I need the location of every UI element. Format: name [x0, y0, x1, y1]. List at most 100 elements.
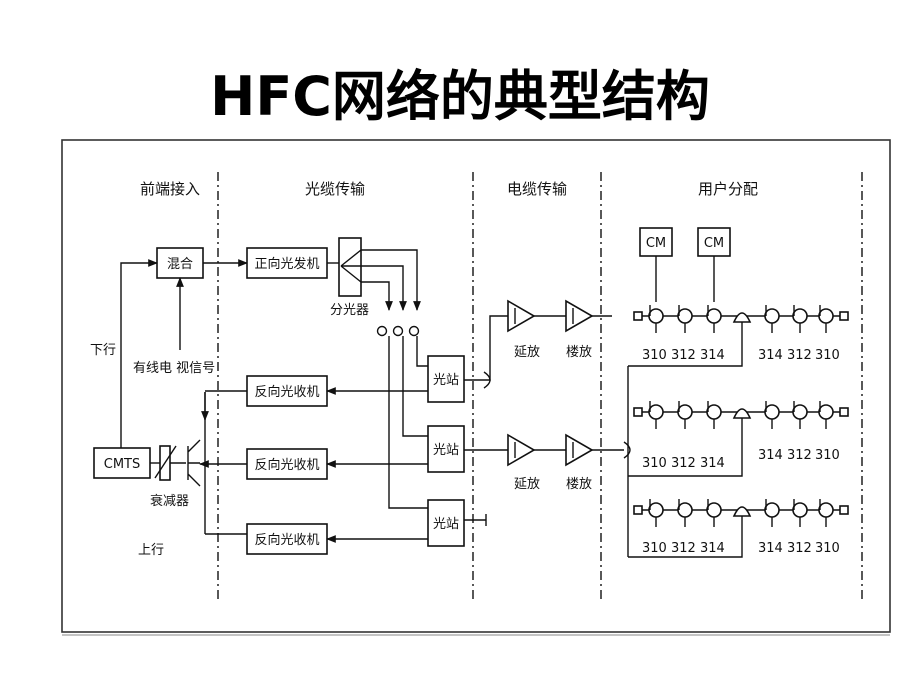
tap-icon [677, 502, 693, 518]
node-3-box [427, 499, 465, 547]
node-1-box [427, 355, 465, 403]
tap-value: 312 [787, 448, 812, 463]
attenuator-label: 衰减器 [150, 493, 189, 509]
rx-3-label: 反向光收机 [254, 532, 319, 548]
tap-icon [764, 308, 780, 324]
tap-rows [633, 305, 849, 527]
node-1-label: 光站 [433, 373, 459, 388]
terminator [839, 311, 849, 321]
extender-amp-1 [507, 299, 536, 333]
fiber-2-down [402, 336, 428, 437]
rx-1-box [246, 375, 328, 407]
tap-icon [792, 502, 808, 518]
tap-value: 312 [671, 456, 696, 471]
tap-value: 310 [642, 541, 667, 556]
tap-value: 310 [815, 448, 840, 463]
splitter-label: 分光器 [330, 303, 369, 318]
tap-icon [818, 308, 834, 324]
row3-feed [628, 516, 743, 558]
row1-feed [628, 322, 743, 367]
forward-tx-label: 正向光发机 [254, 256, 319, 272]
section-user: 用户分配 [698, 180, 758, 198]
coupler-icon [732, 312, 752, 323]
tap-icon [677, 308, 693, 324]
cmts-label: CMTS [104, 457, 141, 472]
tap-icon [792, 404, 808, 420]
building-amp-label-1: 楼放 [566, 345, 592, 360]
tap-icon [792, 308, 808, 324]
cm-1-label: CM [646, 236, 666, 251]
tap-value: 310 [815, 348, 840, 363]
tap-value: 312 [671, 541, 696, 556]
tap-value: 312 [787, 348, 812, 363]
tap-icon [648, 308, 664, 324]
fiber-1-down [416, 336, 428, 367]
tap-value: 312 [671, 348, 696, 363]
tap-icon [818, 404, 834, 420]
tap-value: 314 [758, 541, 783, 556]
distribution-splitter [623, 441, 631, 459]
rx-3-box [246, 523, 328, 555]
rx-1-label: 反向光收机 [254, 384, 319, 400]
extender-amp-2 [507, 433, 536, 467]
fiber-2 [361, 265, 407, 311]
tap-icon [648, 502, 664, 518]
splitter-box [338, 237, 362, 297]
tap-value: 314 [700, 541, 725, 556]
mixer-label: 混合 [167, 257, 193, 272]
tap-value: 310 [642, 348, 667, 363]
tap-value: 312 [787, 541, 812, 556]
cm-2-label: CM [704, 236, 724, 251]
attenuator-slash [154, 445, 177, 479]
section-optical: 光缆传输 [305, 180, 365, 198]
tap-value: 314 [758, 348, 783, 363]
terminator [633, 505, 643, 515]
fiber-coil-1 [376, 325, 388, 337]
tap-icon [706, 308, 722, 324]
building-amp-1 [565, 299, 594, 333]
splitter-fan [340, 249, 362, 283]
tap-icon [706, 404, 722, 420]
cable-tv-label: 有线电 视信号 [133, 361, 215, 376]
tap-value: 314 [700, 348, 725, 363]
fiber-coil-3 [408, 325, 420, 337]
fiber-coil-2 [392, 325, 404, 337]
tap-icon [764, 404, 780, 420]
section-front-end: 前端接入 [140, 180, 200, 198]
tap-icon [706, 502, 722, 518]
section-cable: 电缆传输 [507, 180, 567, 198]
node-3-label: 光站 [433, 517, 459, 532]
node1-coax [464, 315, 508, 381]
terminator [839, 407, 849, 417]
tap-icon [764, 502, 780, 518]
diagram-frame [61, 139, 891, 633]
extender-label-1: 延放 [514, 345, 540, 360]
building-amp-label-2: 楼放 [566, 477, 592, 492]
tap-values-row2: 310 312 314 314 312 310 [642, 448, 840, 471]
node-2-label: 光站 [433, 443, 459, 458]
downstream-label: 下行 [90, 343, 116, 358]
coupler-icon [732, 506, 752, 517]
downstream-line [120, 259, 158, 448]
page-title: HFC网络的典型结构 [210, 65, 710, 128]
tap-value: 314 [700, 456, 725, 471]
coupler-icon [732, 408, 752, 419]
terminator [839, 505, 849, 515]
row2-feed-drop [628, 418, 743, 477]
extender-label-2: 延放 [514, 477, 540, 492]
rx-2-label: 反向光收机 [254, 457, 319, 473]
tap-value: 310 [815, 541, 840, 556]
node-2-box [427, 425, 465, 473]
terminator [633, 407, 643, 417]
tap-values-row1: 310 312 314 314 312 310 [642, 348, 840, 363]
fiber-3 [361, 281, 393, 311]
upstream-combiner [170, 439, 201, 487]
cmts-box [93, 447, 151, 479]
fiber-3-down [388, 336, 428, 509]
tap-values-row3: 310 312 314 314 312 310 [642, 541, 840, 556]
building-amp-2 [565, 433, 594, 467]
upstream-label: 上行 [138, 543, 164, 558]
node1-splitter [483, 371, 491, 389]
tap-value: 310 [642, 456, 667, 471]
